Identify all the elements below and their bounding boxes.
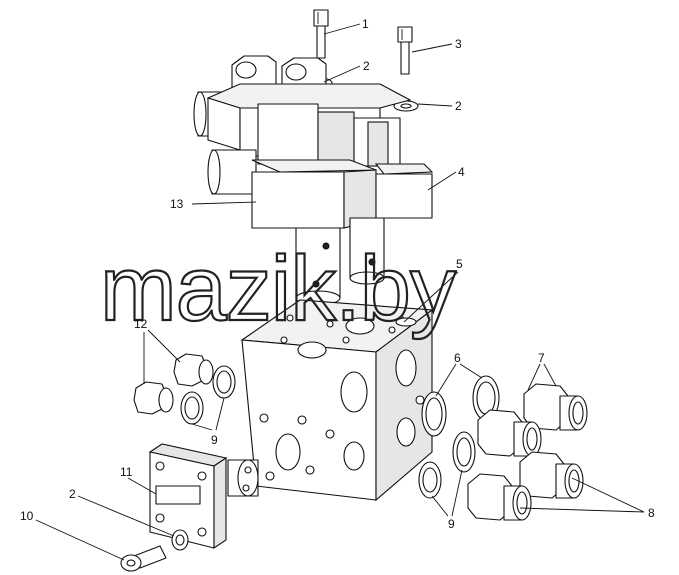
- seal-9-right-b: [418, 461, 442, 499]
- bolt-10: [120, 545, 167, 572]
- callout-2: 2: [69, 487, 76, 501]
- seal-9-right-a: [452, 431, 476, 473]
- callout-4: 4: [458, 165, 465, 179]
- callout-9: 9: [211, 433, 218, 447]
- fitting-8-a: [519, 451, 584, 499]
- manifold-block: [240, 299, 434, 502]
- washer-2-top-right: [393, 100, 419, 112]
- seal-9-left-upper: [212, 365, 236, 399]
- callout-11: 11: [120, 465, 133, 479]
- fitting-8-b: [467, 473, 532, 521]
- callout-6: 6: [454, 351, 461, 365]
- callout-8: 8: [648, 506, 655, 520]
- callout-10: 10: [20, 509, 34, 523]
- bolt-3: [397, 26, 413, 75]
- plug-12-lower: [133, 381, 174, 415]
- seal-9-left-lower: [180, 391, 204, 425]
- fitting-7-a: [523, 383, 588, 431]
- callout-12: 12: [134, 317, 148, 331]
- fitting-7-b: [477, 409, 542, 457]
- callout-9: 9: [448, 517, 455, 531]
- callout-7: 7: [538, 351, 545, 365]
- cover-plate-11: [148, 443, 228, 550]
- washer-2-bottom: [171, 529, 189, 551]
- seal-6-a: [421, 391, 447, 437]
- callout-labels: 1 2 2 2 3 4 5 6 7 8 9 9 10 11 12 13: [20, 17, 655, 531]
- bolt-1: [313, 9, 329, 59]
- callout-5: 5: [456, 257, 463, 271]
- valve-stub: [227, 459, 259, 497]
- callout-13: 13: [170, 197, 184, 211]
- solenoid-valve-assembly: [193, 55, 434, 306]
- callout-3: 3: [455, 37, 462, 51]
- watermark-text: mazik.by: [100, 238, 456, 340]
- plug-12-upper: [173, 353, 214, 387]
- washer-5: [395, 317, 417, 327]
- callout-2: 2: [363, 59, 370, 73]
- leader-lines: [35, 23, 645, 561]
- callout-1: 1: [362, 17, 369, 31]
- callout-2: 2: [455, 99, 462, 113]
